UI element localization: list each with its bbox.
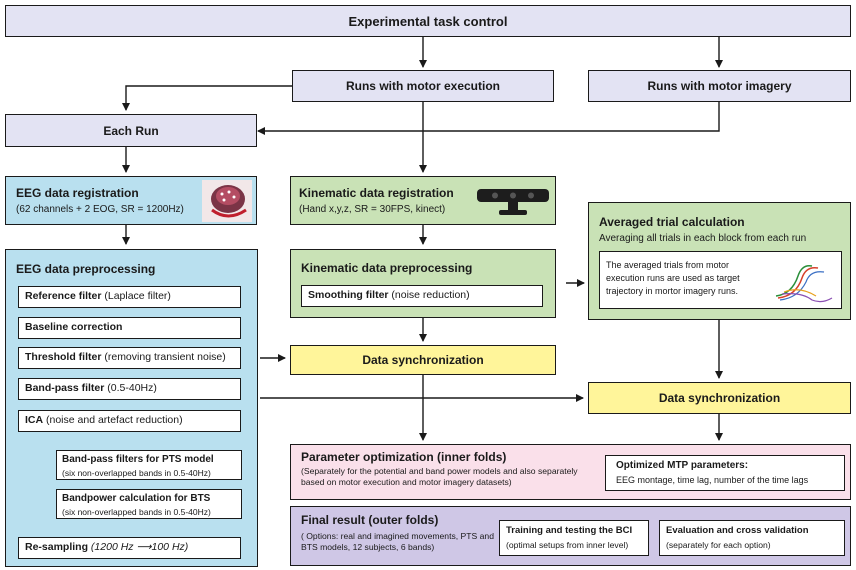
- runs-motor-imagery-label: Runs with motor imagery: [647, 79, 792, 93]
- kinematic-data-preprocessing-box: Kinematic data preprocessing Smoothing f…: [290, 249, 556, 318]
- runs-motor-imagery-box: Runs with motor imagery: [588, 70, 851, 102]
- training-title: Training and testing the BCI: [506, 525, 633, 536]
- averaged-trial-calculation-box: Averaged trial calculation Averaging all…: [588, 202, 851, 320]
- averaged-trial-subtitle: Averaging all trials in each block from …: [599, 233, 807, 244]
- experimental-task-control-box: Experimental task control: [5, 5, 851, 37]
- pts-band-pass-label: Band-pass filters for PTS model: [62, 454, 214, 465]
- smoothing-filter-detail: (noise reduction): [388, 289, 470, 301]
- eeg-preprocessing-title: EEG data preprocessing: [16, 262, 156, 276]
- parameter-optimization-title: Parameter optimization (inner folds): [301, 450, 507, 464]
- threshold-filter-label: Threshold filter: [25, 351, 102, 363]
- training-testing-box: Training and testing the BCI (optimal se…: [499, 520, 649, 556]
- bts-bandpower-detail: (six non-overlapped bands in 0.5-40Hz): [62, 507, 211, 517]
- kinematic-registration-detail: (Hand x,y,z, SR = 30FPS, kinect): [299, 204, 446, 215]
- parameter-optimization-box: Parameter optimization (inner folds) (Se…: [290, 444, 851, 500]
- experimental-task-control-label: Experimental task control: [348, 13, 508, 29]
- reference-filter-label: Reference filter: [25, 290, 102, 302]
- data-synchronization-label-2: Data synchronization: [658, 391, 781, 405]
- runs-motor-execution-box: Runs with motor execution: [292, 70, 554, 102]
- band-pass-filter-detail: (0.5-40Hz): [104, 382, 157, 394]
- optimized-mtp-parameters-box: Optimized MTP parameters: EEG montage, t…: [605, 455, 845, 491]
- kinematic-registration-title: Kinematic data registration: [299, 186, 454, 200]
- averaged-trial-note-box: The averaged trials from motor execution…: [599, 251, 842, 309]
- evaluation-cross-validation-box: Evaluation and cross validation (separat…: [659, 520, 845, 556]
- bts-bandpower-label: Bandpower calculation for BTS: [62, 493, 211, 504]
- kinematic-preprocessing-title: Kinematic data preprocessing: [301, 261, 473, 275]
- eeg-registration-title: EEG data registration: [16, 186, 139, 200]
- averaged-trial-note: The averaged trials from motor execution…: [606, 260, 740, 296]
- mtp-title: Optimized MTP parameters:: [616, 460, 749, 471]
- trajectory-plot-image: [775, 264, 833, 303]
- pts-band-pass-step: Band-pass filters for PTS model (six non…: [56, 450, 242, 480]
- kinect-sensor-image: [477, 189, 549, 215]
- smoothing-filter-step: Smoothing filter (noise reduction): [301, 285, 543, 307]
- final-result-options: ( Options: real and imagined movements, …: [301, 531, 494, 552]
- each-run-label: Each Run: [103, 123, 159, 138]
- mtp-detail: EEG montage, time lag, number of the tim…: [616, 475, 809, 485]
- baseline-correction-label: Baseline correction: [25, 321, 123, 333]
- bts-bandpower-step: Bandpower calculation for BTS (six non-o…: [56, 489, 242, 519]
- training-detail: (optimal setups from inner level): [506, 540, 629, 550]
- ica-detail: (noise and artefact reduction): [43, 414, 183, 426]
- parameter-optimization-detail: (Separately for the potential and band p…: [301, 466, 578, 487]
- evaluation-title: Evaluation and cross validation: [666, 525, 809, 536]
- eeg-data-preprocessing-box: EEG data preprocessing Reference filter …: [5, 249, 258, 567]
- reference-filter-detail: (Laplace filter): [101, 290, 171, 302]
- ica-step: ICA (noise and artefact reduction): [18, 410, 241, 432]
- threshold-filter-step: Threshold filter (removing transient noi…: [18, 347, 241, 369]
- data-synchronization-box-1: Data synchronization: [290, 345, 556, 375]
- final-result-box: Final result (outer folds) ( Options: re…: [290, 506, 851, 566]
- smoothing-filter-label: Smoothing filter: [308, 289, 389, 301]
- baseline-correction-step: Baseline correction: [18, 317, 241, 339]
- threshold-filter-detail: (removing transient noise): [101, 351, 226, 363]
- data-synchronization-box-2: Data synchronization: [588, 382, 851, 414]
- kinematic-data-registration-box: Kinematic data registration (Hand x,y,z,…: [290, 176, 556, 225]
- averaged-trial-title: Averaged trial calculation: [599, 215, 745, 229]
- band-pass-filter-step: Band-pass filter (0.5-40Hz): [18, 378, 241, 400]
- each-run-box: Each Run: [5, 114, 257, 147]
- resampling-detail: (1200 Hz ⟶100 Hz): [88, 541, 189, 553]
- evaluation-detail: (separately for each option): [666, 540, 771, 550]
- resampling-label: Re-sampling: [25, 541, 89, 553]
- runs-motor-execution-label: Runs with motor execution: [345, 79, 500, 93]
- eeg-data-registration-box: EEG data registration (62 channels + 2 E…: [5, 176, 257, 225]
- pts-band-pass-detail: (six non-overlapped bands in 0.5-40Hz): [62, 468, 211, 478]
- band-pass-filter-label: Band-pass filter: [25, 382, 105, 394]
- final-result-title: Final result (outer folds): [301, 513, 439, 527]
- ica-label: ICA: [25, 414, 44, 426]
- eeg-registration-detail: (62 channels + 2 EOG, SR = 1200Hz): [16, 204, 184, 215]
- resampling-step: Re-sampling (1200 Hz ⟶100 Hz): [18, 537, 241, 559]
- reference-filter-step: Reference filter (Laplace filter): [18, 286, 241, 308]
- eeg-cap-image: [202, 180, 252, 222]
- data-synchronization-label-1: Data synchronization: [362, 353, 484, 367]
